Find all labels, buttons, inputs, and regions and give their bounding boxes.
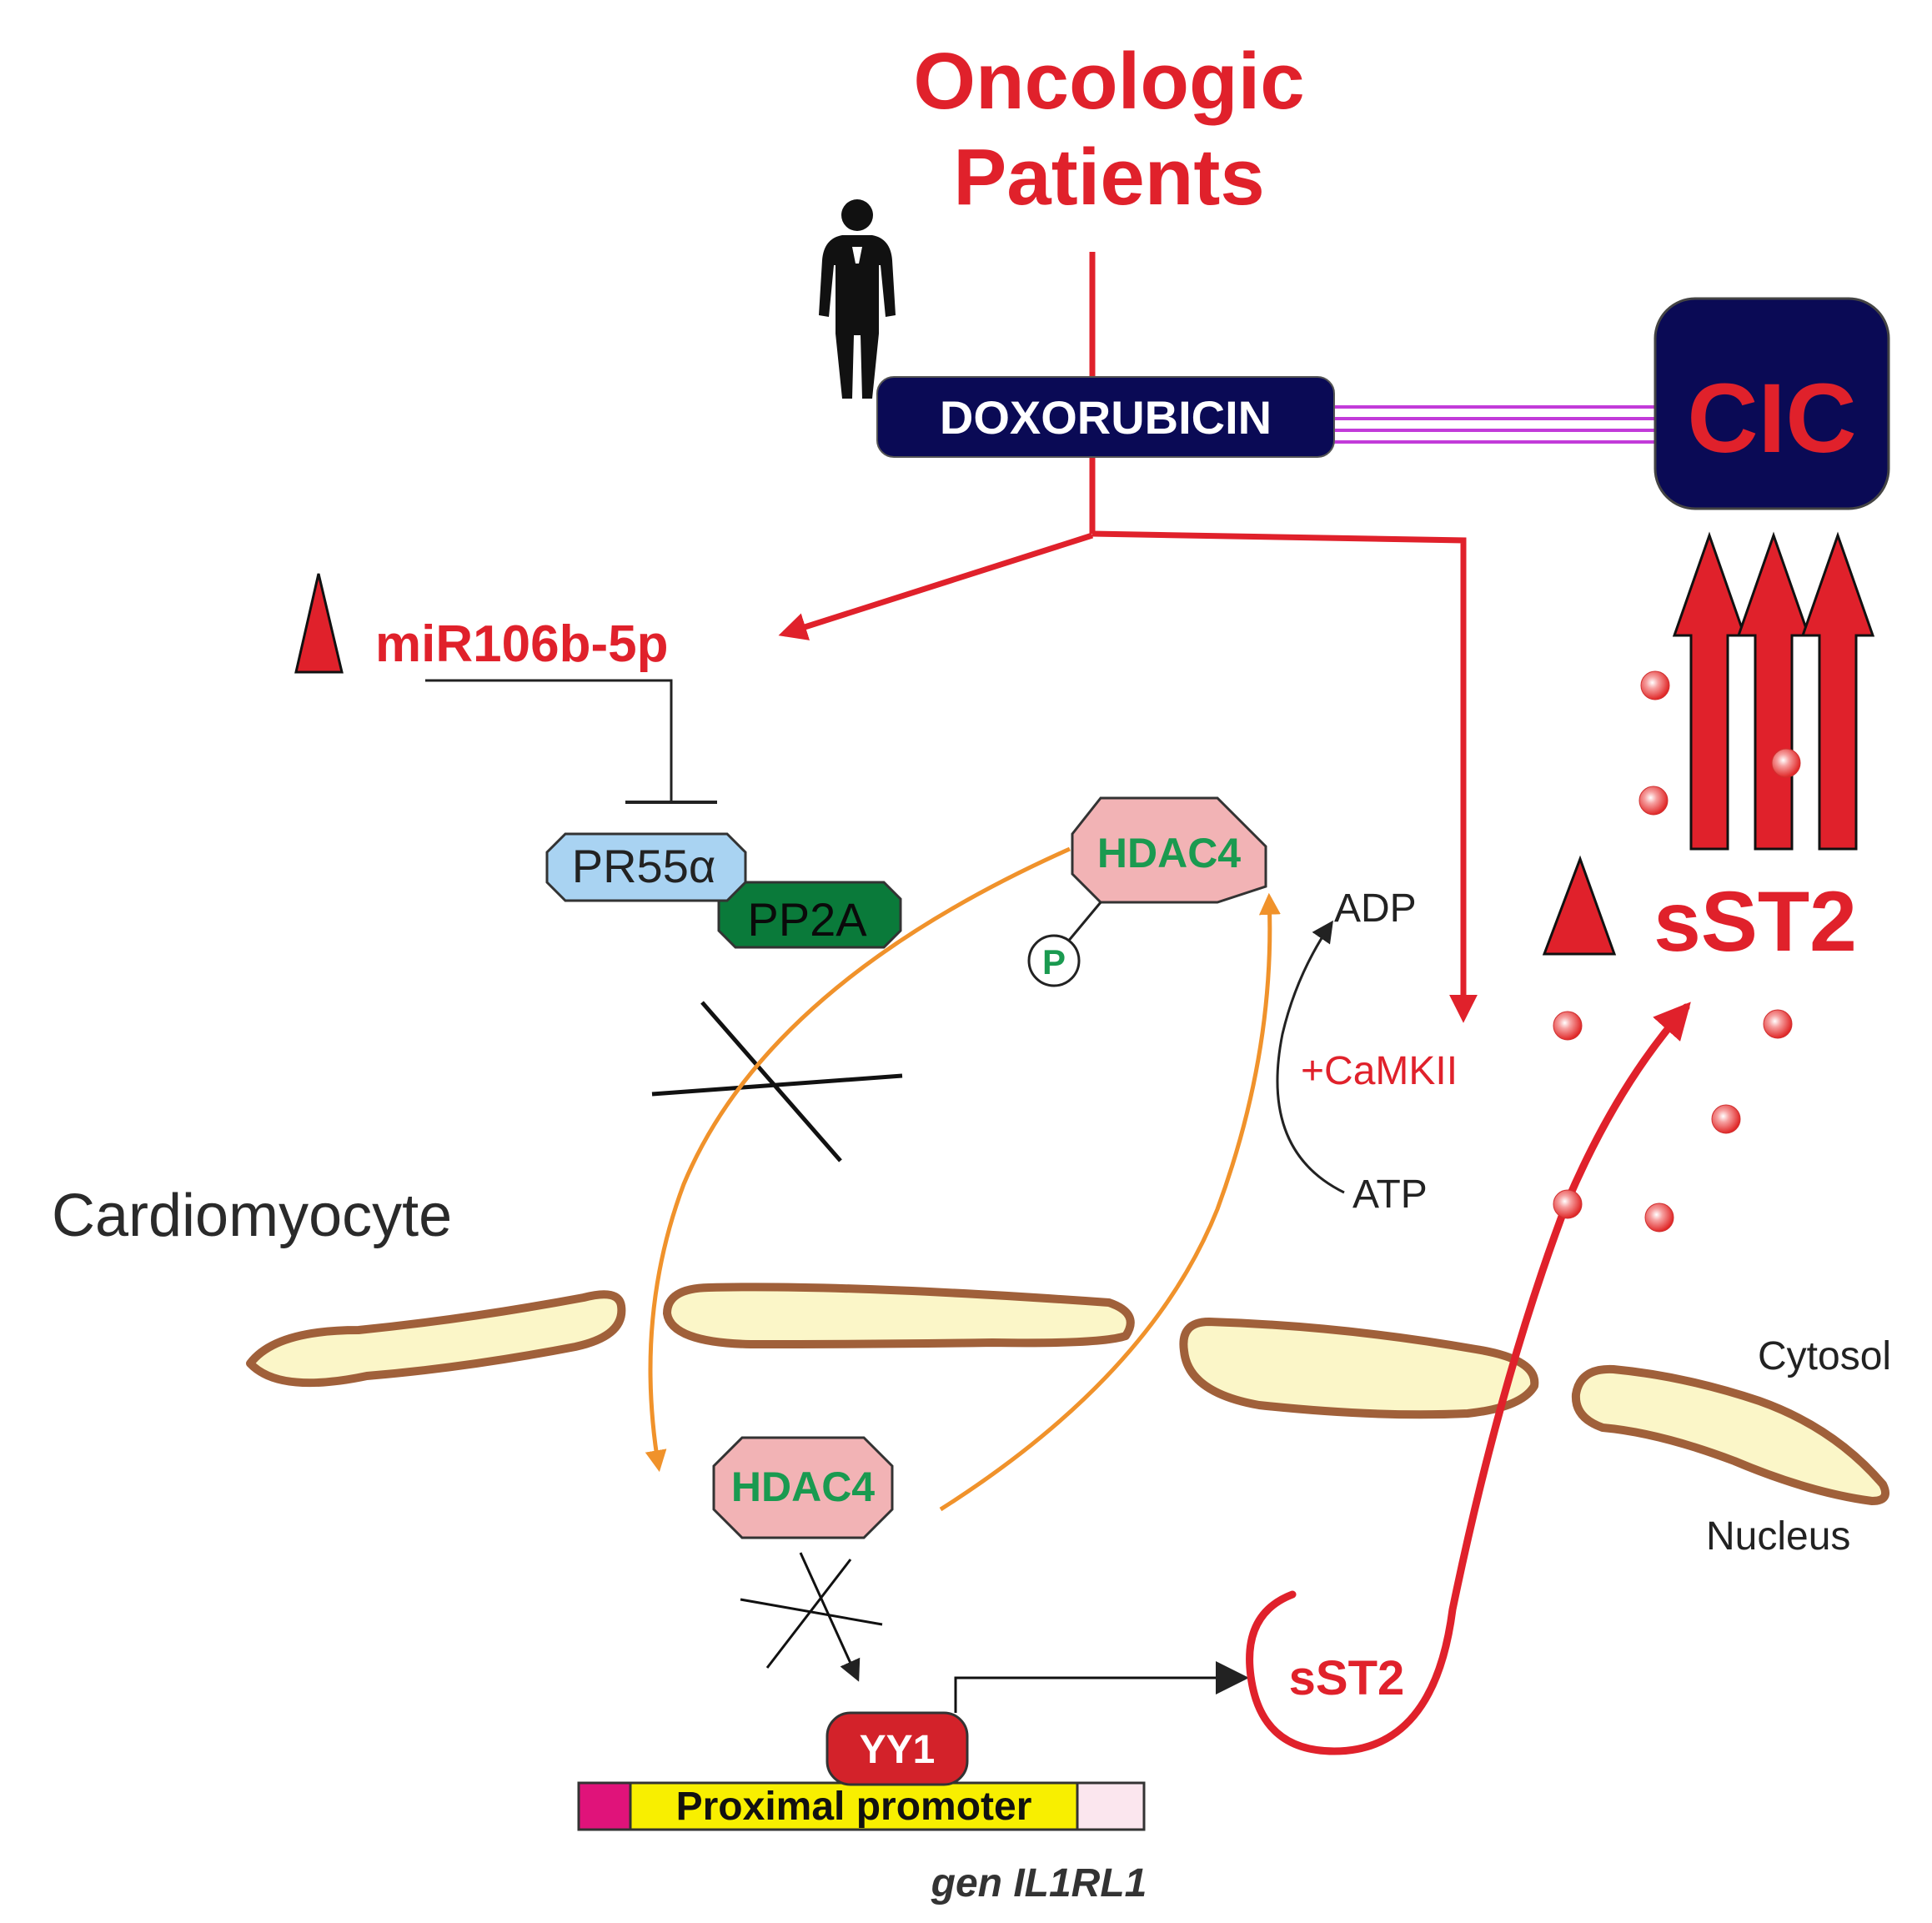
hdac4-nucleus-shape	[712, 1436, 894, 1539]
cytosol-label: Cytosol	[1758, 1334, 1891, 1378]
protein-dot	[1640, 670, 1670, 700]
atp-label: ATP	[1352, 1172, 1428, 1217]
cic-box	[1653, 297, 1890, 510]
phospho-label: P	[1042, 942, 1066, 982]
up-arrow-3	[1800, 531, 1875, 851]
hdac4-cytosol-shape	[1071, 796, 1267, 904]
sst2-secreted-label: sST2	[1653, 874, 1857, 969]
doxorubicin-box	[876, 376, 1335, 458]
protein-dot	[1638, 786, 1669, 816]
sst2-increase-triangle-icon	[1542, 855, 1617, 956]
pr55-shape	[545, 832, 747, 902]
membrane-segment-2	[663, 1283, 1135, 1348]
phospho-circle-icon	[1027, 934, 1081, 987]
mirna-label: miR106b-5p	[375, 615, 668, 673]
title-line-1: Oncologic	[913, 37, 1304, 126]
sst2-protein-dots	[1553, 670, 1801, 1233]
membrane-segment-3	[1179, 1318, 1539, 1419]
up-arrow-2	[1736, 531, 1811, 851]
sst2-transcript-label: sST2	[1289, 1651, 1405, 1705]
protein-dot	[1644, 1203, 1674, 1233]
cardiomyocyte-label: Cardiomyocyte	[52, 1182, 452, 1249]
hdac4-import-arrow	[645, 846, 1071, 1473]
hdac4-yy1-cross-icon	[740, 1559, 883, 1669]
pr55-label: PR55α	[572, 840, 715, 892]
protein-dot	[1553, 1011, 1583, 1041]
branch-to-mirna	[778, 532, 1094, 640]
membrane-segment-4	[1571, 1364, 1889, 1505]
yy1-label: YY1	[860, 1728, 936, 1772]
title-line-2: Patients	[953, 133, 1264, 222]
camkii-label: +CaMKII	[1301, 1049, 1458, 1093]
blocked-cross-icon	[651, 1001, 903, 1162]
sst2-cic-arrows	[1672, 531, 1875, 851]
pp2a-label: PP2A	[747, 893, 867, 946]
protein-dot	[1763, 1009, 1793, 1039]
hdac4-nucleus-label: HDAC4	[731, 1464, 875, 1510]
sst2-transcript-curl	[1246, 1002, 1691, 1755]
membrane-segment-1	[246, 1290, 626, 1388]
link-lines-drug-cic	[1334, 405, 1655, 444]
atp-to-adp-arrow	[1276, 920, 1345, 1194]
human-figure-icon	[819, 199, 896, 399]
inhibition-mirna-pr55	[425, 679, 673, 802]
nucleus-label: Nucleus	[1706, 1514, 1850, 1559]
protein-dot	[1553, 1189, 1583, 1219]
cic-label: CIC	[1687, 364, 1856, 474]
nuclear-membrane	[246, 1283, 1889, 1505]
promoter-right-segment	[1076, 1781, 1146, 1831]
up-arrow-1	[1672, 531, 1747, 851]
doxorubicin-label: DOXORUBICIN	[940, 391, 1272, 444]
protein-dot	[1771, 748, 1801, 778]
adp-label: ADP	[1334, 886, 1417, 931]
gene-label: gen IL1RL1	[931, 1861, 1147, 1905]
promoter-left-segment	[577, 1781, 632, 1831]
branch-to-camkii	[1091, 530, 1478, 1023]
pp2a-shape	[717, 881, 902, 949]
yy1-box	[825, 1711, 969, 1786]
hdac4-export-arrow	[939, 892, 1281, 1512]
hdac4-cytosol-label: HDAC4	[1097, 830, 1241, 876]
transcription-arrow	[954, 1661, 1249, 1713]
mirna-increase-triangle-icon	[294, 573, 344, 674]
phospho-link	[1066, 901, 1102, 943]
protein-dot	[1711, 1104, 1741, 1134]
promoter-label: Proximal promoter	[676, 1785, 1032, 1829]
